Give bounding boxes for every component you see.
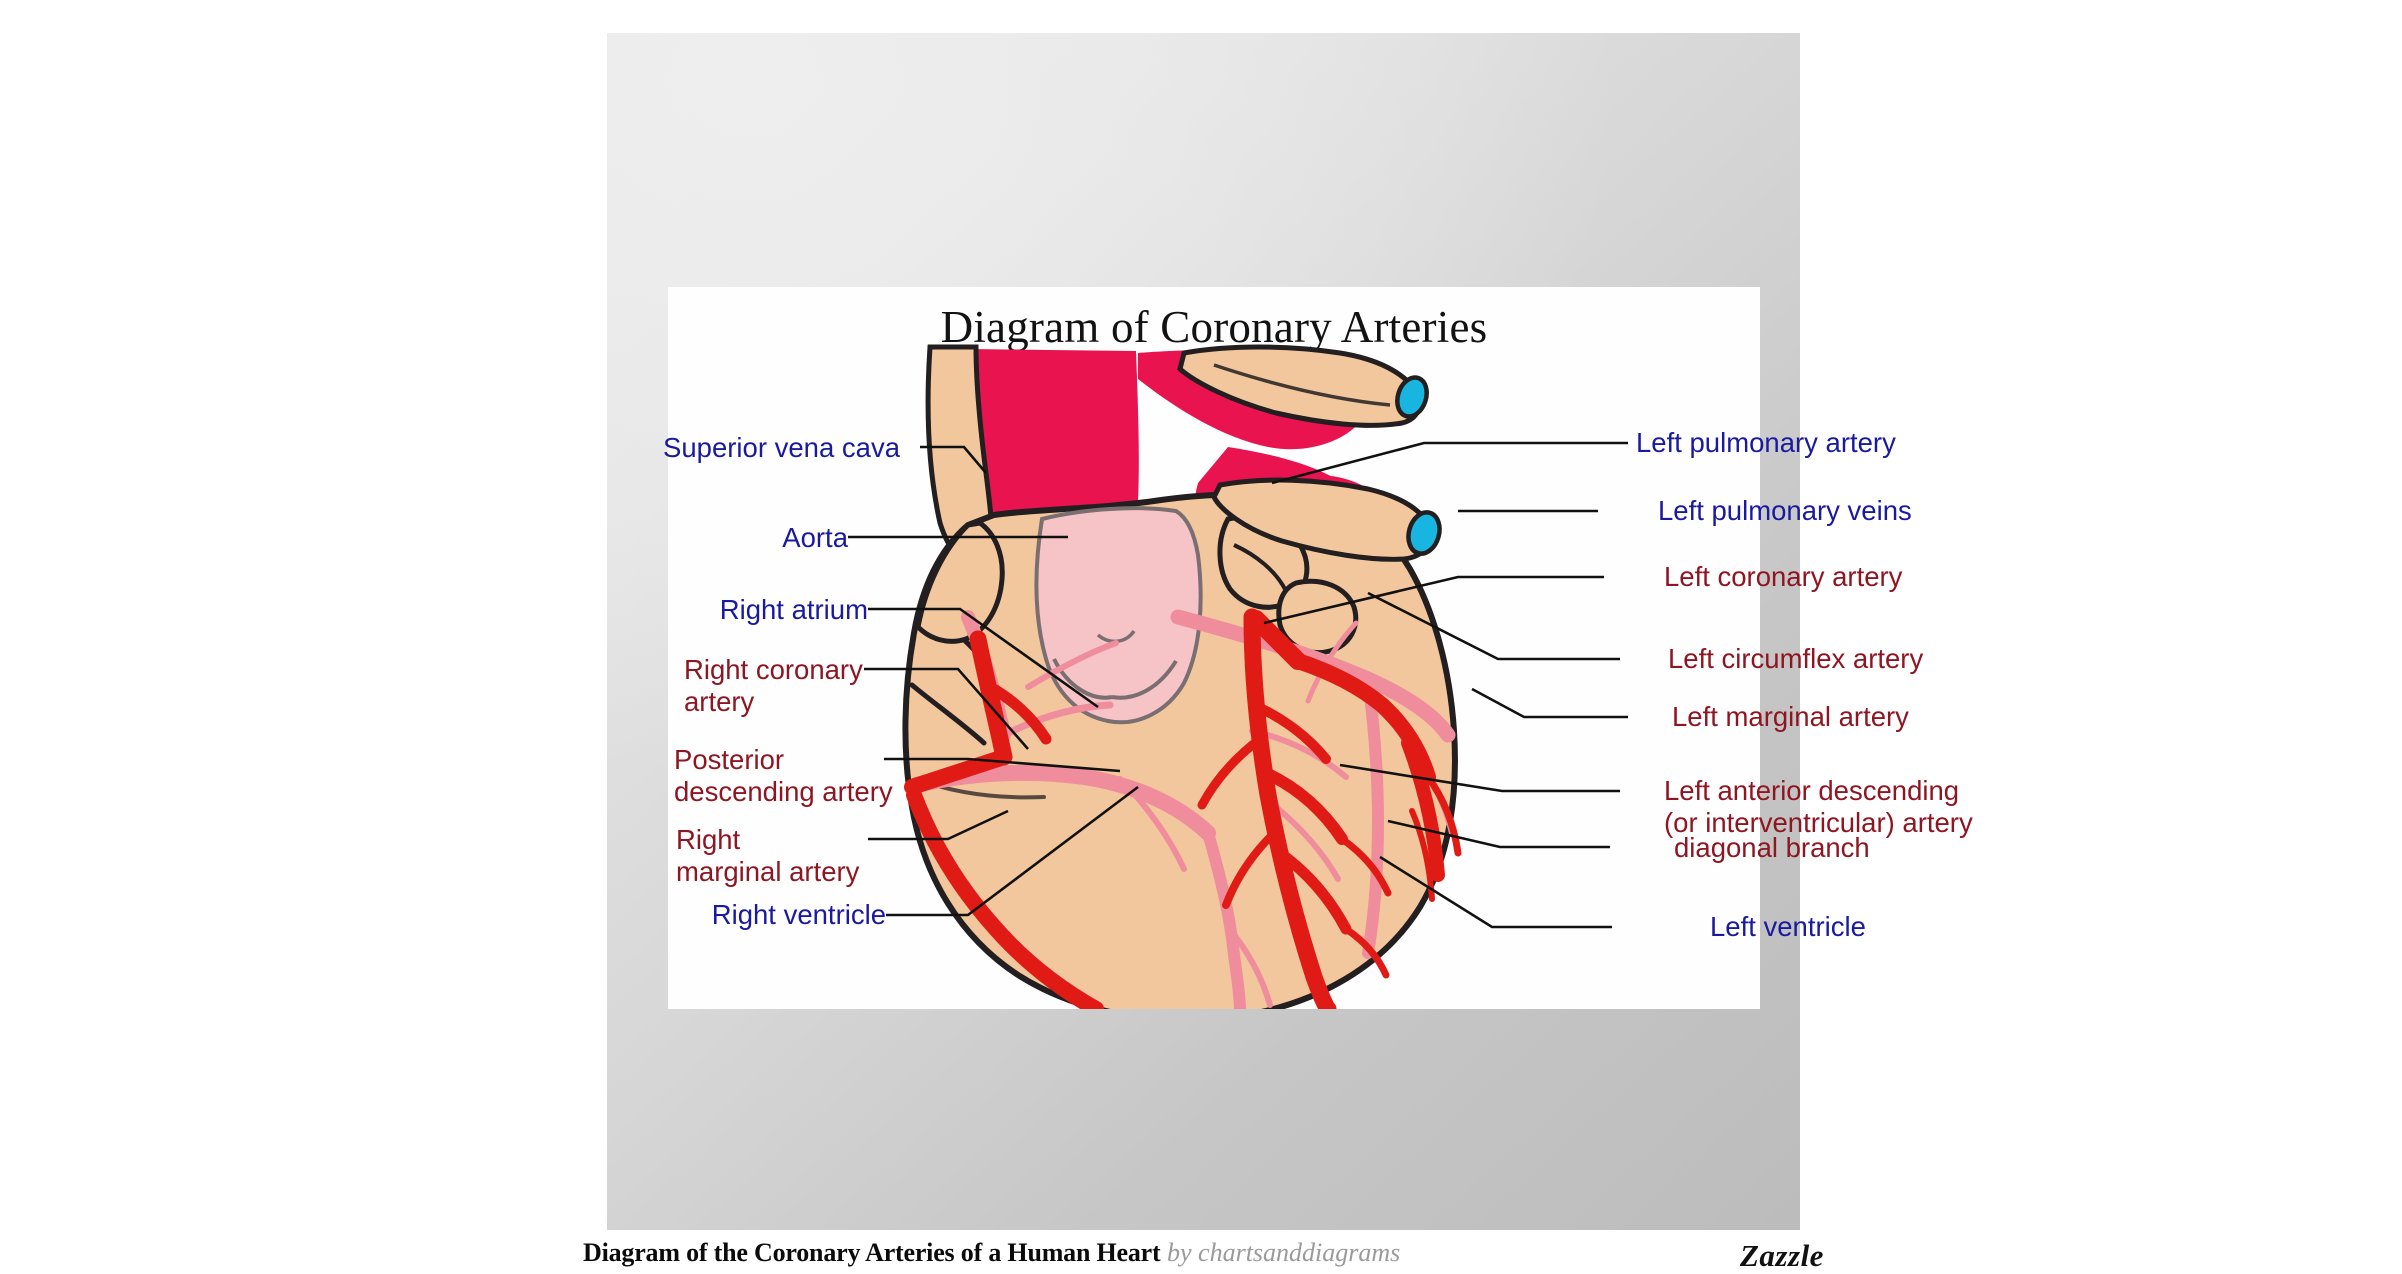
zazzle-logo: Zazzle <box>1740 1238 1824 1273</box>
leader-posterior-descending-artery <box>884 757 1121 773</box>
artery-twig-b <box>1342 925 1390 979</box>
leader-superior-vena-cava <box>920 445 987 474</box>
great-cardiac-vein-left <box>1170 609 1456 743</box>
diagonal-branch-1-path <box>1260 767 1348 845</box>
left-marginal-artery-path <box>1401 736 1445 882</box>
label-aorta: Aorta <box>782 522 848 553</box>
left-pulmonary-artery-lumen <box>1395 375 1429 419</box>
leader-lines-left <box>848 445 1139 917</box>
auricle-crease <box>1233 543 1288 592</box>
label-left-pulmonary-veins: Left pulmonary veins <box>1658 495 1912 526</box>
label-left-circumflex-artery: Left circumflex artery <box>1668 643 1924 674</box>
leader-diagonal-branch <box>1387 819 1610 849</box>
leader-left-pulmonary-artery <box>1271 441 1628 485</box>
septal-branch-2-path <box>1222 831 1276 909</box>
leader-left-anterior-descending-artery <box>1339 763 1620 793</box>
left-pulmonary-veins-lumen <box>1406 510 1442 556</box>
leader-left-ventricle <box>1379 855 1612 929</box>
anterior-interventricular-vein <box>1362 673 1384 959</box>
label-right-atrium: Right atrium <box>719 594 868 625</box>
diagonal-branch-2-path <box>1274 847 1352 935</box>
left-auricle-lobe <box>1276 578 1359 655</box>
pulmonary-artery-crease <box>1213 363 1391 407</box>
vein-branch-f <box>1273 804 1341 882</box>
vein-branch-b <box>1025 640 1119 690</box>
pulmonary-valve-cusp-right <box>1111 659 1178 700</box>
label-left-ventricle: Left ventricle <box>1710 911 1866 942</box>
artery-twig-a <box>1338 835 1392 897</box>
right-coronary-artery-path <box>969 630 1013 766</box>
label-superior-vena-cava: Superior vena cava <box>663 432 900 463</box>
label-left-anterior-descending-artery: Left anterior descending (or interventri… <box>1664 775 1973 838</box>
label-left-coronary-artery: Left coronary artery <box>1664 561 1903 592</box>
leader-right-coronary-artery <box>864 667 1029 750</box>
caption: Diagram of the Coronary Arteries of a Hu… <box>583 1238 1400 1268</box>
label-left-pulmonary-artery: Left pulmonary artery <box>1636 427 1896 458</box>
pulmonary-trunk-shape <box>1034 506 1203 725</box>
label-diagonal-branch: diagonal branch <box>1674 832 1870 863</box>
middle-cardiac-vein <box>1202 827 1246 1009</box>
right-atrium-notch <box>909 682 987 746</box>
caption-title: Diagram of the Coronary Arteries of a Hu… <box>583 1238 1161 1267</box>
vein-branch-c <box>1117 776 1187 872</box>
label-right-marginal-artery: Right marginal artery <box>676 824 860 887</box>
page-title: Diagram of Coronary Arteries <box>940 302 1488 352</box>
poster-product-image: Diagram of Coronary Arteries <box>607 33 1973 1230</box>
leader-right-ventricle <box>886 785 1139 917</box>
vein-branch-d <box>1225 924 1273 1008</box>
leader-left-circumflex-artery <box>1367 591 1620 661</box>
septal-branch-1-path <box>1197 734 1265 810</box>
label-right-ventricle: Right ventricle <box>711 899 886 930</box>
leader-right-atrium <box>868 607 1099 709</box>
caption-author: by chartsanddiagrams <box>1160 1238 1401 1267</box>
diagram-panel: Diagram of Coronary Arteries <box>663 287 1973 1009</box>
diagonal-branch-3-path <box>1253 702 1331 764</box>
right-atrium-shape <box>915 520 1005 644</box>
leader-lines-right <box>1263 441 1628 929</box>
label-posterior-descending-artery: Posterior descending artery <box>674 744 893 807</box>
right-marginal-artery-path <box>906 787 1104 1009</box>
leader-right-marginal-artery <box>868 809 1009 841</box>
heart-anatomy-illustration <box>848 344 1628 1009</box>
artery-twig-c <box>1424 773 1462 857</box>
vein-branch-g <box>1305 620 1359 704</box>
coronary-arteries-group <box>904 608 1462 1009</box>
label-left-marginal-artery: Left marginal artery <box>1672 701 1909 732</box>
right-coronary-artery-branch <box>984 681 1052 745</box>
label-right-coronary-artery: Right coronary artery <box>684 654 863 717</box>
leader-left-coronary-artery <box>1263 575 1604 625</box>
leader-left-marginal-artery <box>1471 687 1628 719</box>
